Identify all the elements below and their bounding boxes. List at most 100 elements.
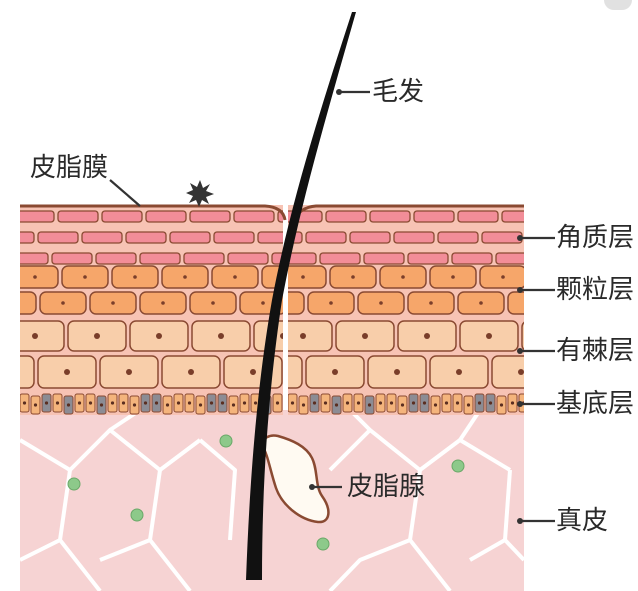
corneum-cell [146, 211, 186, 222]
cell-nucleus [218, 333, 224, 339]
cell-nucleus [210, 401, 213, 404]
cell-nucleus [456, 369, 462, 375]
cell-nucleus [243, 401, 246, 404]
cell-nucleus [423, 401, 426, 404]
cell-nucleus [78, 401, 81, 404]
granulosum-cell [508, 292, 554, 314]
cell-nucleus [280, 333, 286, 339]
corneum-cell [126, 232, 166, 243]
cell-nucleus [233, 275, 237, 279]
dermis-cell-dot [317, 538, 329, 550]
cell-nucleus [486, 333, 492, 339]
corneum-cell [364, 253, 404, 264]
cell-nucleus [467, 403, 470, 406]
label-sebaceous-gland: 皮脂腺 [347, 474, 425, 500]
corneum-cell [0, 232, 34, 243]
cell-nucleus [250, 369, 256, 375]
cell-nucleus [188, 401, 191, 404]
cell-nucleus [548, 333, 554, 339]
cell-nucleus [199, 403, 202, 406]
dust-particle [186, 180, 214, 207]
cell-nucleus [501, 275, 505, 279]
cell-nucleus [500, 403, 503, 406]
corneum-cell [482, 232, 522, 243]
corneum-cell [140, 253, 180, 264]
corneum-cell [452, 253, 492, 264]
cell-nucleus [111, 401, 114, 404]
cell-nucleus [221, 401, 224, 404]
cell-nucleus [445, 401, 448, 404]
corneum-cell [320, 253, 360, 264]
corneum-cell [228, 253, 268, 264]
cell-nucleus [188, 369, 194, 375]
cell-nucleus [261, 301, 265, 305]
corneum-cell [170, 232, 210, 243]
corneum-cell [38, 232, 78, 243]
cell-nucleus [401, 403, 404, 406]
corneum-cell [214, 232, 254, 243]
cell-nucleus [302, 403, 305, 406]
dermis-cell-dot [452, 460, 464, 472]
corneum-cell [102, 211, 142, 222]
cell-nucleus [67, 403, 70, 406]
cell-nucleus [254, 401, 257, 404]
label-sebum-film: 皮脂膜 [30, 155, 108, 181]
corneum-cell [234, 211, 274, 222]
cell-nucleus [45, 401, 48, 404]
cell-nucleus [56, 401, 59, 404]
cell-nucleus [434, 403, 437, 406]
cell-nucleus [351, 275, 355, 279]
cell-nucleus [11, 301, 15, 305]
cell-nucleus [100, 403, 103, 406]
label-stratum-basale: 基底层 [556, 391, 634, 417]
cell-nucleus [379, 301, 383, 305]
corneum-cell [370, 211, 410, 222]
cell-nucleus [133, 275, 137, 279]
corneum-cell [184, 253, 224, 264]
corneum-cell [394, 232, 434, 243]
cell-nucleus [357, 401, 360, 404]
cell-nucleus [335, 403, 338, 406]
dermis-cell-dot [131, 509, 143, 521]
cell-nucleus [301, 275, 305, 279]
cell-nucleus [390, 401, 393, 404]
cell-nucleus [177, 401, 180, 404]
cell-nucleus [122, 401, 125, 404]
cell-nucleus [529, 301, 533, 305]
corneum-cell [458, 211, 498, 222]
cell-nucleus [332, 369, 338, 375]
cell-nucleus [232, 403, 235, 406]
cell-nucleus [166, 403, 169, 406]
granulosum-cell [0, 292, 36, 314]
cell-nucleus [362, 333, 368, 339]
cell-nucleus [61, 301, 65, 305]
corneum-cell [14, 211, 54, 222]
corneum-cell [82, 232, 122, 243]
cell-nucleus [64, 369, 70, 375]
cell-nucleus [329, 301, 333, 305]
cell-nucleus [479, 301, 483, 305]
cell-nucleus [111, 301, 115, 305]
corneum-cell [350, 232, 390, 243]
cell-nucleus [300, 333, 306, 339]
cell-nucleus [156, 333, 162, 339]
corneum-cell [52, 253, 92, 264]
cell-nucleus [89, 401, 92, 404]
corneum-cell [306, 232, 346, 243]
corneum-cell [408, 253, 448, 264]
cell-nucleus [451, 275, 455, 279]
cell-nucleus [429, 301, 433, 305]
corneum-cell [326, 211, 366, 222]
cell-nucleus [133, 403, 136, 406]
cell-nucleus [126, 369, 132, 375]
cell-nucleus [23, 401, 26, 404]
cell-nucleus [32, 333, 38, 339]
label-stratum-granulosum: 颗粒层 [556, 277, 634, 303]
cell-nucleus [456, 401, 459, 404]
cell-nucleus [2, 369, 8, 375]
label-hair: 毛发 [372, 79, 424, 105]
spinosum-cell [0, 356, 34, 388]
cell-nucleus [394, 369, 400, 375]
cell-nucleus [346, 401, 349, 404]
